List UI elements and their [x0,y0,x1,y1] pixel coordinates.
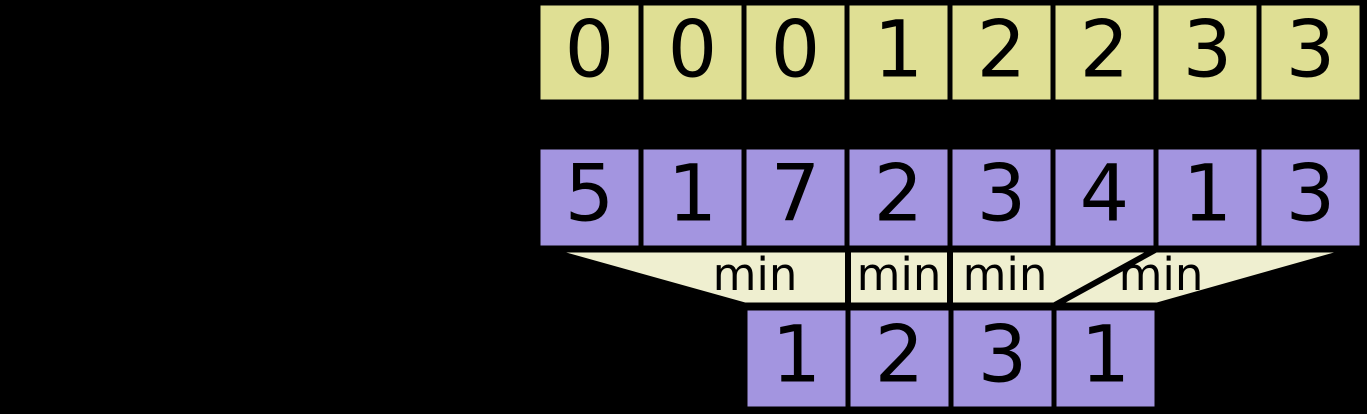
funnel-divider-2 [1053,247,1157,308]
value-cell-0-label: 5 [565,149,615,239]
result-cell-0 [742,305,851,412]
index-cell-6 [1153,0,1262,105]
value-cell-1-label: 1 [668,149,718,239]
value-cell-3-label: 2 [874,149,924,239]
value-cell-4-label: 3 [977,149,1027,239]
result-cell-3 [1051,305,1160,412]
index-cell-7 [1256,0,1365,105]
funnel-label-2: min [963,248,1048,301]
index-cell-2-label: 0 [771,5,821,95]
result-cell-1 [845,305,954,412]
result-cell-2 [948,305,1057,412]
index-cell-0 [535,0,644,105]
index-cell-7-label: 3 [1286,5,1336,95]
index-cell-4-label: 2 [977,5,1027,95]
funnel-segment-0 [547,247,851,308]
index-cell-5-label: 2 [1080,5,1130,95]
value-cell-6-label: 1 [1183,149,1233,239]
index-cell-1 [638,0,747,105]
index-row: 0 0 0 1 2 2 3 3 [535,0,1365,105]
funnel-label-0: min [713,248,798,301]
index-cell-0-label: 0 [565,5,615,95]
result-cell-3-label: 1 [1081,310,1131,400]
value-cell-7-label: 3 [1286,149,1336,239]
funnel-label-3: min [1119,248,1204,301]
result-row: 1 2 3 1 [742,305,1160,412]
result-cell-0-label: 1 [772,310,822,400]
index-cell-4 [947,0,1056,105]
value-row: 5 1 7 2 3 4 1 3 [535,144,1365,251]
value-cell-7 [1256,144,1365,251]
index-cell-1-label: 0 [668,5,718,95]
result-cell-2-label: 3 [978,310,1028,400]
index-cell-6-label: 3 [1183,5,1233,95]
value-cell-2-label: 7 [771,149,821,239]
value-cell-1 [638,144,747,251]
result-cell-1-label: 2 [875,310,925,400]
funnel-label-1: min [857,248,942,301]
index-cell-3-label: 1 [874,5,924,95]
index-cell-2 [741,0,850,105]
min-reduction-funnel: min min min min [547,247,1353,308]
value-cell-5-label: 4 [1080,149,1130,239]
